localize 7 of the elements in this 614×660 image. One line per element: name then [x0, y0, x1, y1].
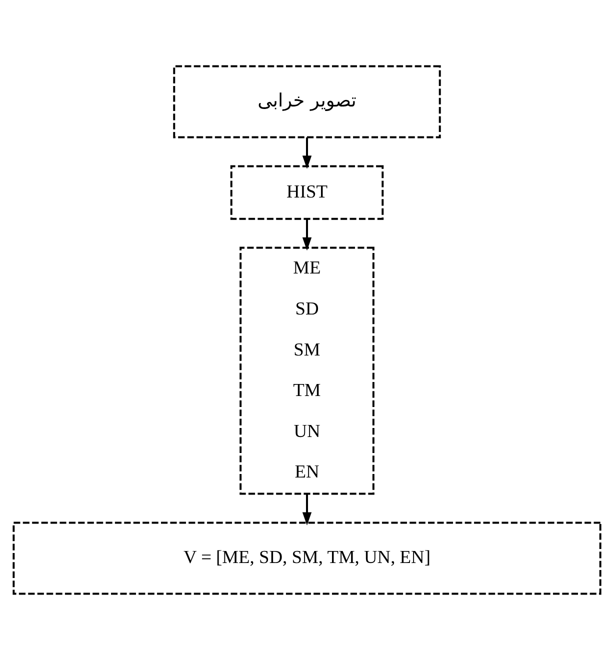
node-box: تصویر خرابی — [173, 65, 441, 138]
arrow — [302, 494, 312, 526]
node-box: HIST — [230, 165, 384, 220]
node-box: V = [ME, SD, SM, TM, UN, EN] — [12, 522, 602, 595]
node-box: ME SD SM TM UN EN — [240, 246, 374, 495]
arrow — [302, 137, 312, 169]
arrow — [302, 219, 312, 251]
